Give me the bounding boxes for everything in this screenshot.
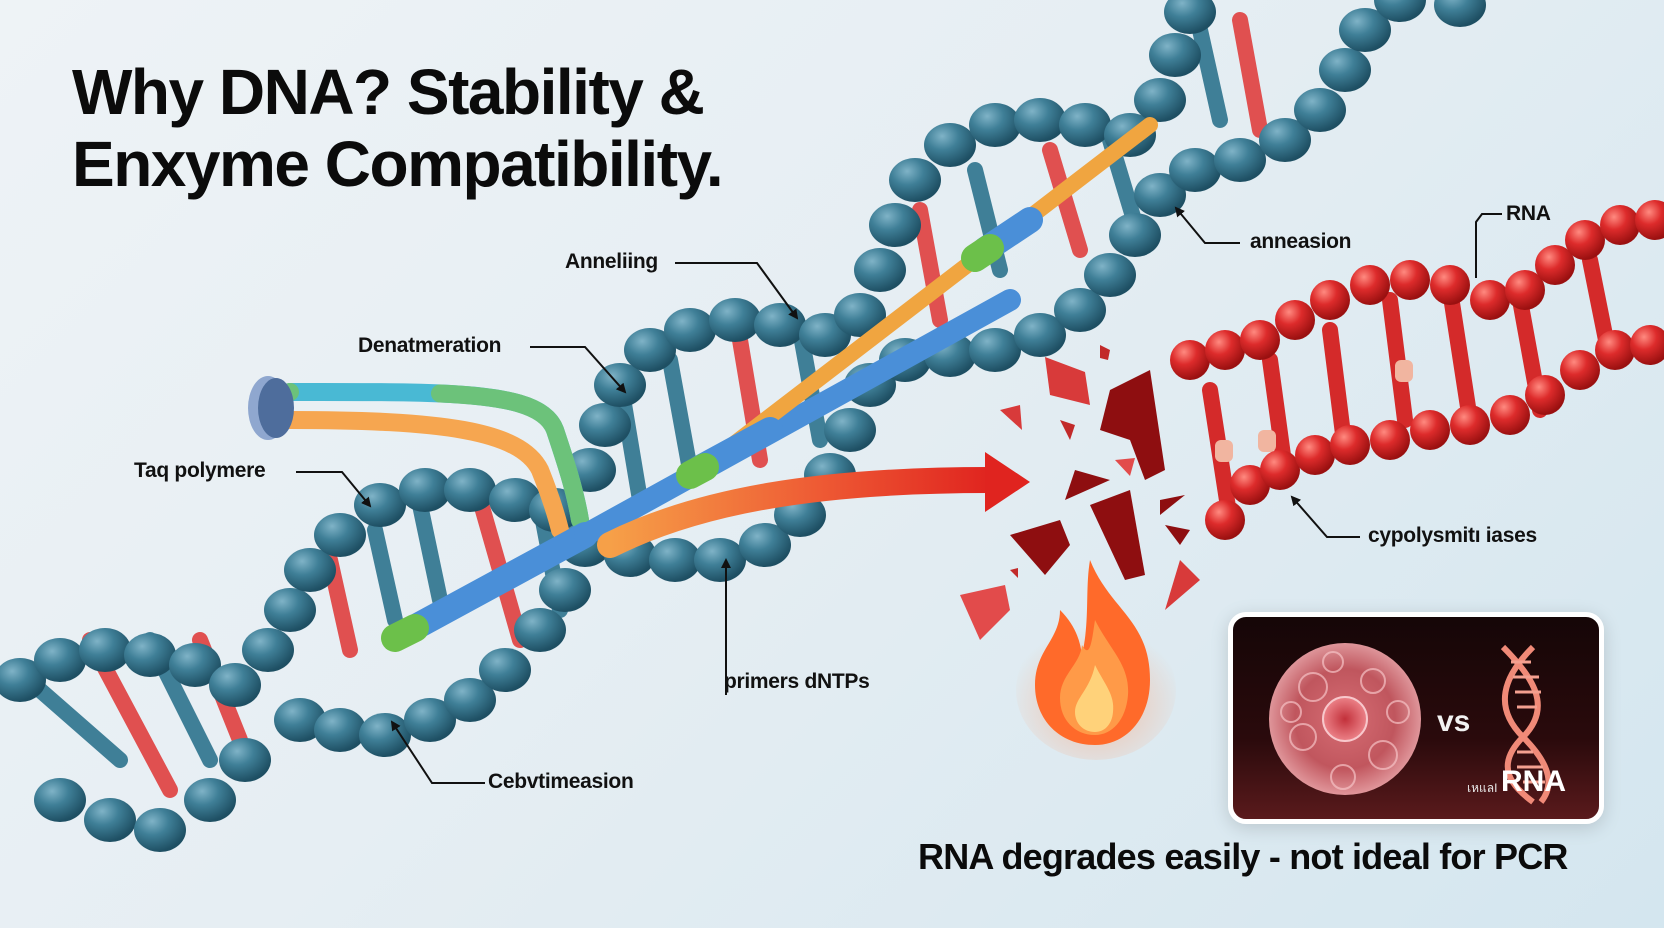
label-extension: Cebvtimeasion	[488, 770, 634, 793]
inset-rna-label: RNA	[1501, 765, 1566, 798]
label-taq-polymerase: Taq polymere	[134, 459, 266, 482]
inset-small-label: เหแลI	[1467, 781, 1498, 795]
right-arrow-icon	[597, 452, 1030, 558]
leader-lines	[296, 206, 1502, 784]
title-line-2: Enxyme Compatibility.	[72, 128, 724, 200]
caption-text: RNA degrades easily - not ideal for PCR	[918, 836, 1568, 877]
label-denaturation: Denatmeration	[358, 334, 502, 357]
vs-text: vs	[1437, 705, 1471, 738]
title-line-1: Why DNA? Stability &	[72, 56, 705, 128]
label-annealing: Anneliing	[565, 250, 658, 273]
label-primers-dntps: primers dNTPs	[724, 670, 870, 693]
rna-helix-icon	[1170, 200, 1664, 540]
pipette-connector	[248, 376, 589, 539]
label-anneasion: anneasion	[1250, 230, 1352, 253]
cell-vs-rna-panel: vs เหแลI RNA	[1228, 612, 1604, 824]
fire-icon	[1016, 560, 1176, 760]
cell-icon	[1269, 643, 1552, 805]
primer-rods	[381, 117, 1158, 652]
rna-fragments	[960, 345, 1200, 640]
page-title: Why DNA? Stability & Enxyme Compatibilit…	[72, 56, 724, 200]
label-lyses: cypolysmitı iases	[1368, 524, 1537, 547]
rna-helix-mini-icon	[1500, 644, 1552, 805]
label-rna: RNA	[1506, 202, 1551, 225]
